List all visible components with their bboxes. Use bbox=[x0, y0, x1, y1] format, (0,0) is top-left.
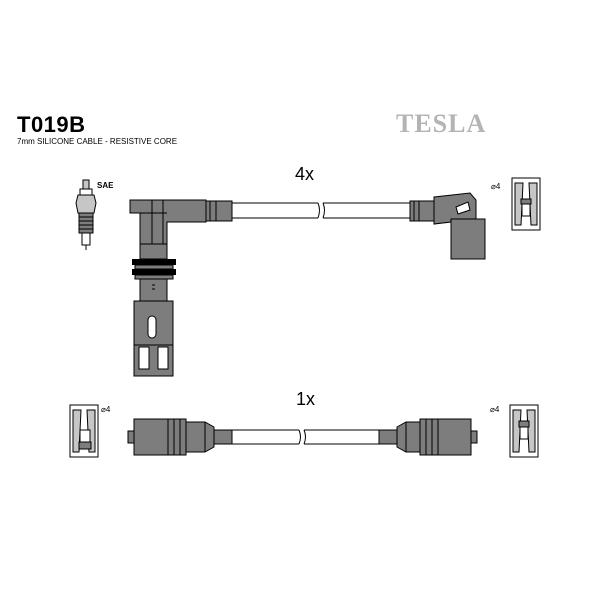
cable-wire-top bbox=[232, 202, 410, 219]
terminal-d4-icon-bottom-left bbox=[69, 404, 99, 458]
cable-spec: 7mm SILICONE CABLE - RESISTIVE CORE bbox=[17, 137, 178, 146]
terminal-label-d4-top-right: ⌀4 bbox=[491, 182, 501, 191]
cable-wire-bottom bbox=[232, 429, 379, 445]
spark-plug-boot-straight bbox=[129, 199, 233, 377]
coil-boot-right bbox=[378, 418, 478, 456]
quantity-label-top: 4x bbox=[295, 164, 315, 184]
quantity-label-bottom: 1x bbox=[296, 389, 316, 409]
part-number: T019B bbox=[17, 112, 86, 137]
brand-logo: TESLA bbox=[396, 109, 487, 138]
terminal-label-d4-bottom-right: ⌀4 bbox=[490, 405, 500, 414]
spark-plug-icon bbox=[75, 179, 97, 250]
terminal-label-d4-bottom-left: ⌀4 bbox=[101, 405, 111, 414]
terminal-label-sae: SAE bbox=[97, 181, 114, 190]
terminal-d4-icon-top-right bbox=[511, 177, 541, 231]
coil-boot-left bbox=[127, 418, 233, 456]
coil-boot-angled bbox=[409, 192, 486, 260]
terminal-d4-icon-bottom-right bbox=[509, 404, 539, 458]
